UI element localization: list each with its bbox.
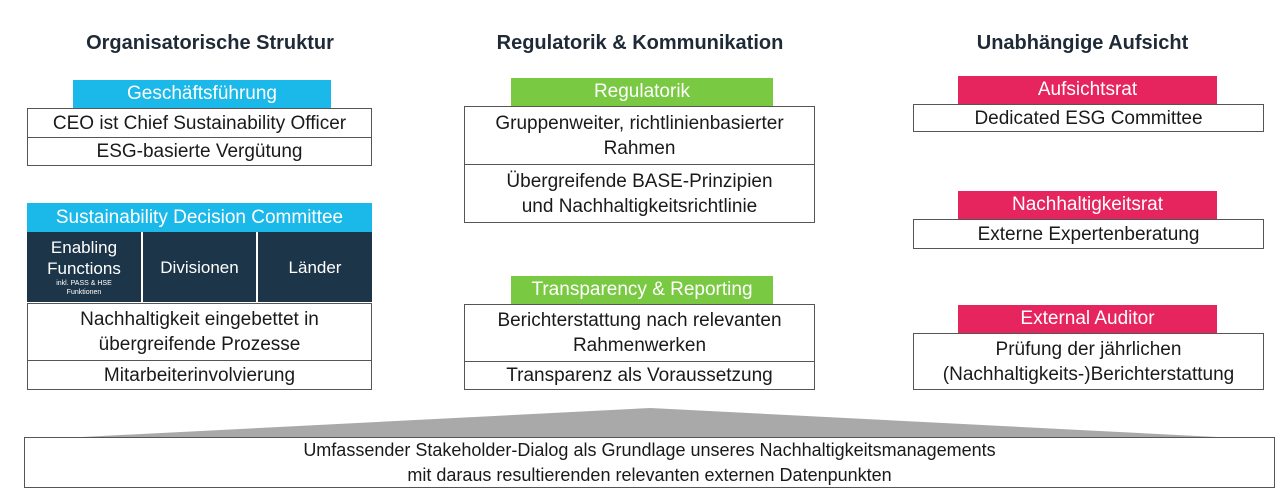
cell-enabling-functions-label: Enabling Functions	[47, 238, 121, 278]
cell-laender-label: Länder	[288, 257, 342, 277]
item-base-prinzipien: Übergreifende BASE-Prinzipien und Nachha…	[464, 165, 815, 223]
cell-laender: Länder	[258, 232, 372, 302]
left-column-title: Organisatorische Struktur	[86, 32, 334, 54]
cell-divisionen: Divisionen	[143, 232, 256, 302]
item-berichterstattung-text: Berichterstattung nach relevanten Rahmen…	[497, 310, 782, 356]
footer-line-1: Umfassender Stakeholder-Dialog als Grund…	[303, 439, 996, 460]
footer-line-2: mit daraus resultierenden relevanten ext…	[407, 464, 892, 485]
header-sustainability-committee: Sustainability Decision Committee	[27, 203, 372, 232]
cell-divisionen-label: Divisionen	[160, 257, 239, 277]
item-ceo-cso: CEO ist Chief Sustainability Officer	[27, 108, 372, 138]
item-gruppenweiter-rahmen-text: Gruppenweiter, richtlinienbasierter Rahm…	[495, 112, 784, 159]
item-expertenberatung: Externe Expertenberatung	[913, 219, 1264, 249]
stakeholder-dialog-box: Umfassender Stakeholder-Dialog als Grund…	[24, 437, 1275, 488]
middle-column-title: Regulatorik & Kommunikation	[496, 32, 784, 54]
item-pruefung-text: Prüfung der jährlichen (Nachhaltigkeits-…	[942, 338, 1235, 385]
item-berichterstattung: Berichterstattung nach relevanten Rahmen…	[464, 304, 815, 362]
header-regulatorik: Regulatorik	[511, 78, 773, 106]
item-pruefung: Prüfung der jährlichen (Nachhaltigkeits-…	[913, 333, 1264, 390]
item-base-prinzipien-text: Übergreifende BASE-Prinzipien und Nachha…	[506, 170, 773, 217]
item-nachhaltigkeit-prozesse-text: Nachhaltigkeit eingebettet in übergreife…	[80, 309, 319, 355]
header-geschaeftsfuehrung: Geschäftsführung	[73, 80, 331, 108]
header-transparency-reporting: Transparency & Reporting	[511, 276, 773, 304]
item-esg-committee: Dedicated ESG Committee	[913, 104, 1264, 132]
header-external-auditor: External Auditor	[958, 305, 1217, 333]
item-transparenz: Transparenz als Voraussetzung	[464, 362, 815, 390]
cell-enabling-functions: Enabling Functions inkl. PASS & HSE Funk…	[27, 232, 141, 302]
right-column-title: Unabhängige Aufsicht	[976, 32, 1189, 54]
foundation-roof-shape	[24, 408, 1275, 440]
item-nachhaltigkeit-prozesse: Nachhaltigkeit eingebettet in übergreife…	[27, 303, 372, 361]
item-gruppenweiter-rahmen: Gruppenweiter, richtlinienbasierter Rahm…	[464, 106, 815, 165]
header-nachhaltigkeitsrat: Nachhaltigkeitsrat	[958, 191, 1217, 219]
item-esg-verguetung: ESG-basierte Vergütung	[27, 138, 372, 166]
header-aufsichtsrat: Aufsichtsrat	[958, 76, 1217, 104]
cell-enabling-functions-note: inkl. PASS & HSE Funktionen	[56, 280, 112, 296]
item-mitarbeiterinvolvierung: Mitarbeiterinvolvierung	[27, 361, 372, 390]
